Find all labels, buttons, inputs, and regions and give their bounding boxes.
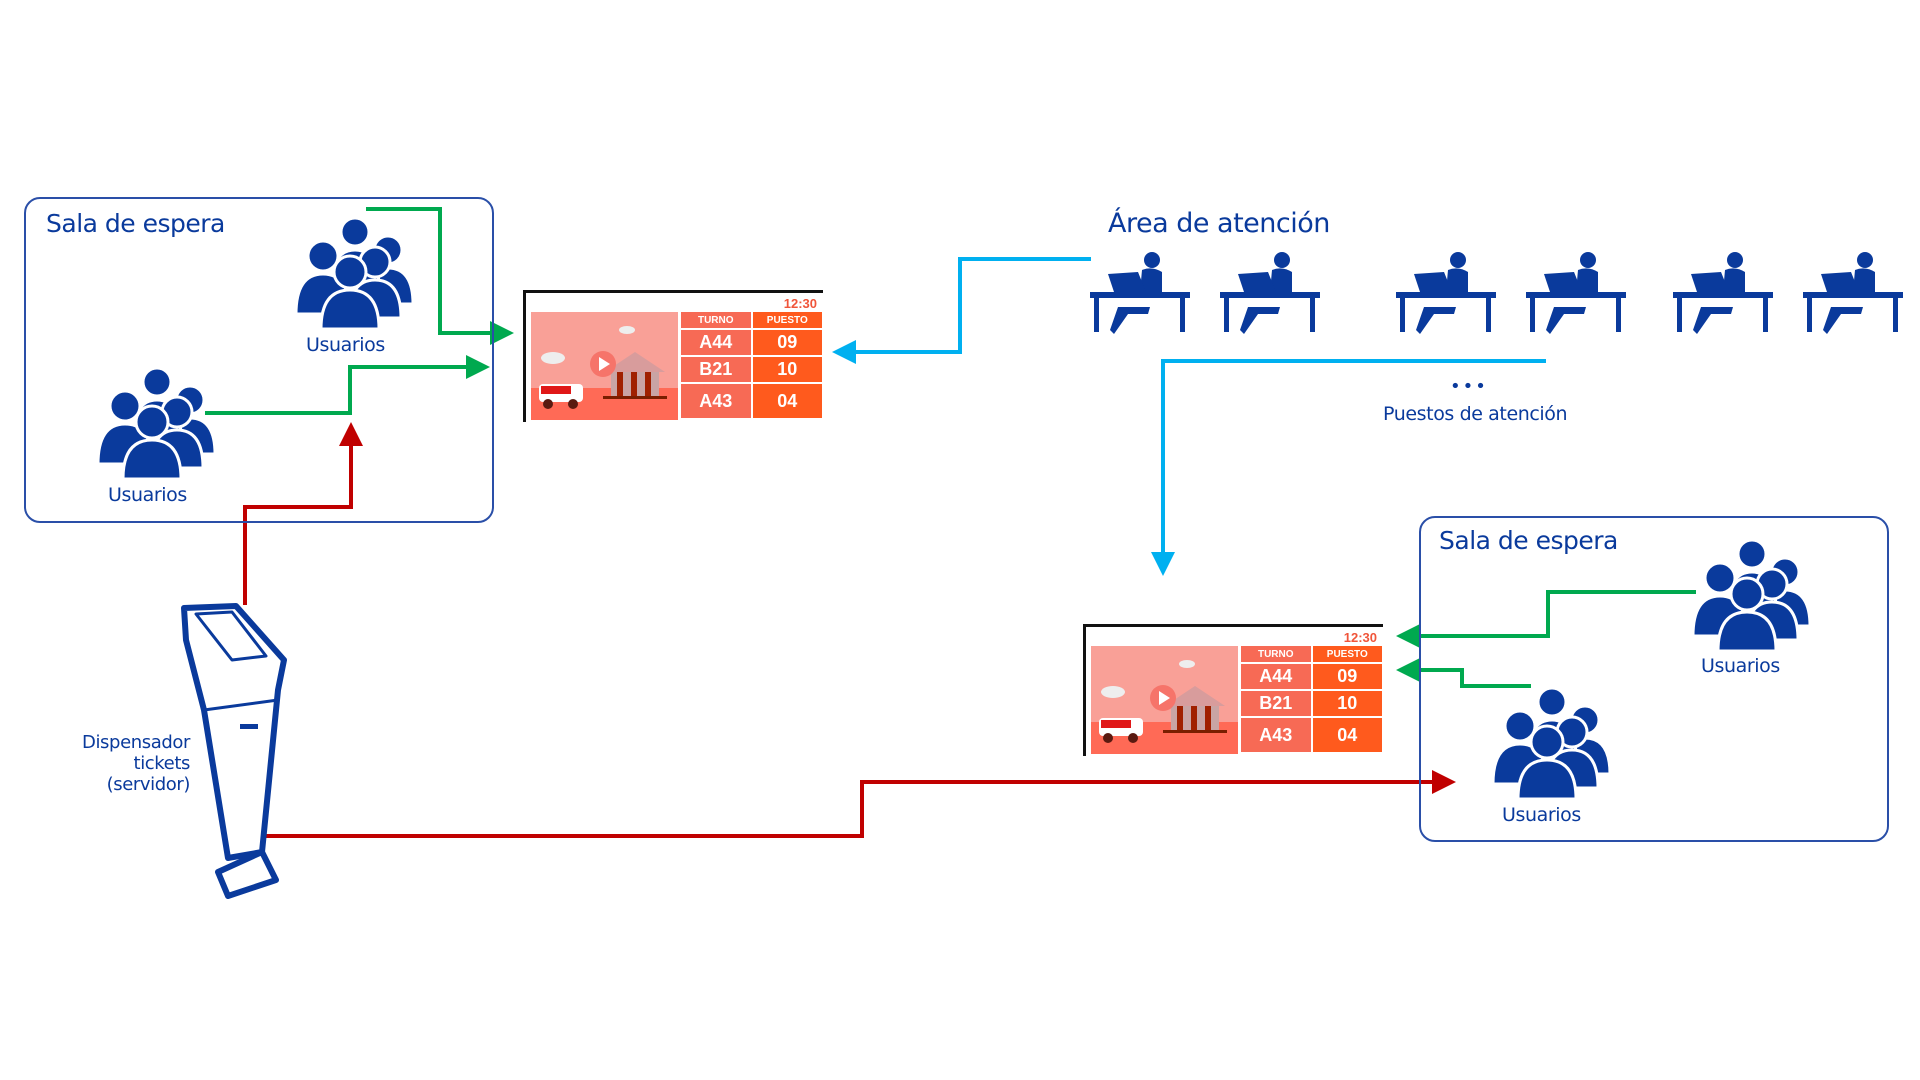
turn-table: TURNO PUESTO A44 09 B21 10 A43 04 — [1241, 646, 1382, 754]
desks-label: Puestos de atención — [1383, 403, 1568, 425]
puesto-cell: 09 — [752, 330, 822, 355]
service-area-title: Área de atención — [1108, 208, 1330, 239]
red-arrow-kiosk-to-room1 — [243, 422, 363, 605]
green-arrow-users3-to-board — [1396, 590, 1696, 648]
turn-table: TURNO PUESTO A44 09 B21 10 A43 04 — [681, 312, 822, 420]
ticket-kiosk-icon — [181, 603, 287, 899]
kiosk-label-line: tickets — [133, 753, 191, 774]
board-clock: 12:30 — [783, 296, 817, 311]
cyan-arrow-desks-to-board1 — [832, 257, 1091, 364]
turno-cell: A43 — [1241, 718, 1313, 752]
users-group-icon — [1491, 686, 1612, 800]
puesto-cell: 04 — [1312, 718, 1382, 752]
display-board-2: 12:30 TURNO PUESTO A44 09 — [1083, 624, 1383, 756]
users-group-icon — [1691, 538, 1812, 652]
service-desk-icon — [1220, 252, 1320, 334]
turn-row: A43 04 — [681, 384, 822, 418]
service-desk-icon — [1803, 252, 1903, 334]
users-label: Usuarios — [1502, 804, 1581, 826]
users-group-icon — [294, 216, 415, 330]
green-arrow-users1-to-board — [366, 207, 514, 345]
users-label: Usuarios — [108, 484, 187, 506]
waiting-room-1: Sala de espera — [24, 197, 494, 523]
green-arrow-users2-to-board — [205, 355, 490, 415]
board-clock: 12:30 — [1343, 630, 1377, 645]
turno-cell: A44 — [1241, 664, 1313, 689]
turn-row: B21 10 — [1241, 691, 1382, 718]
turn-table-header: TURNO PUESTO — [1241, 646, 1382, 664]
users-label: Usuarios — [1701, 655, 1780, 677]
turn-row: A44 09 — [1241, 664, 1382, 691]
header-puesto: PUESTO — [752, 312, 822, 328]
waiting-room-title: Sala de espera — [1439, 526, 1618, 555]
turno-cell: A44 — [681, 330, 753, 355]
turn-table-header: TURNO PUESTO — [681, 312, 822, 330]
kiosk-label-line: Dispensador — [82, 732, 190, 753]
users-group-icon — [96, 366, 217, 480]
puesto-cell: 10 — [752, 357, 822, 382]
service-desk-icon — [1673, 252, 1773, 334]
header-turno: TURNO — [681, 312, 753, 328]
video-scene — [531, 312, 678, 420]
puesto-cell: 09 — [1312, 664, 1382, 689]
kiosk-label: Dispensador tickets (servidor) — [60, 732, 190, 795]
ellipsis-icon: ••• — [1450, 376, 1488, 397]
display-board-1: 12:30 TURNO PUESTO A44 09 — [523, 290, 823, 422]
turno-cell: B21 — [1241, 691, 1313, 716]
waiting-room-2: Sala de espera — [1419, 516, 1889, 842]
service-desk-icon — [1526, 252, 1626, 334]
turn-row: A43 04 — [1241, 718, 1382, 752]
green-arrow-users4-to-board — [1396, 658, 1531, 688]
turn-row: A44 09 — [681, 330, 822, 357]
turn-row: B21 10 — [681, 357, 822, 384]
video-scene — [1091, 646, 1238, 754]
cyan-arrow-desks-to-board2 — [1151, 359, 1546, 576]
waiting-room-title: Sala de espera — [46, 209, 225, 238]
header-turno: TURNO — [1241, 646, 1313, 662]
kiosk-label-line: (servidor) — [106, 774, 191, 795]
users-label: Usuarios — [306, 334, 385, 356]
turno-cell: B21 — [681, 357, 753, 382]
puesto-cell: 04 — [752, 384, 822, 418]
red-arrow-kiosk-to-room2 — [263, 770, 1456, 838]
service-desk-icon — [1090, 252, 1190, 334]
puesto-cell: 10 — [1312, 691, 1382, 716]
turno-cell: A43 — [681, 384, 753, 418]
service-desk-icon — [1396, 252, 1496, 334]
header-puesto: PUESTO — [1312, 646, 1382, 662]
